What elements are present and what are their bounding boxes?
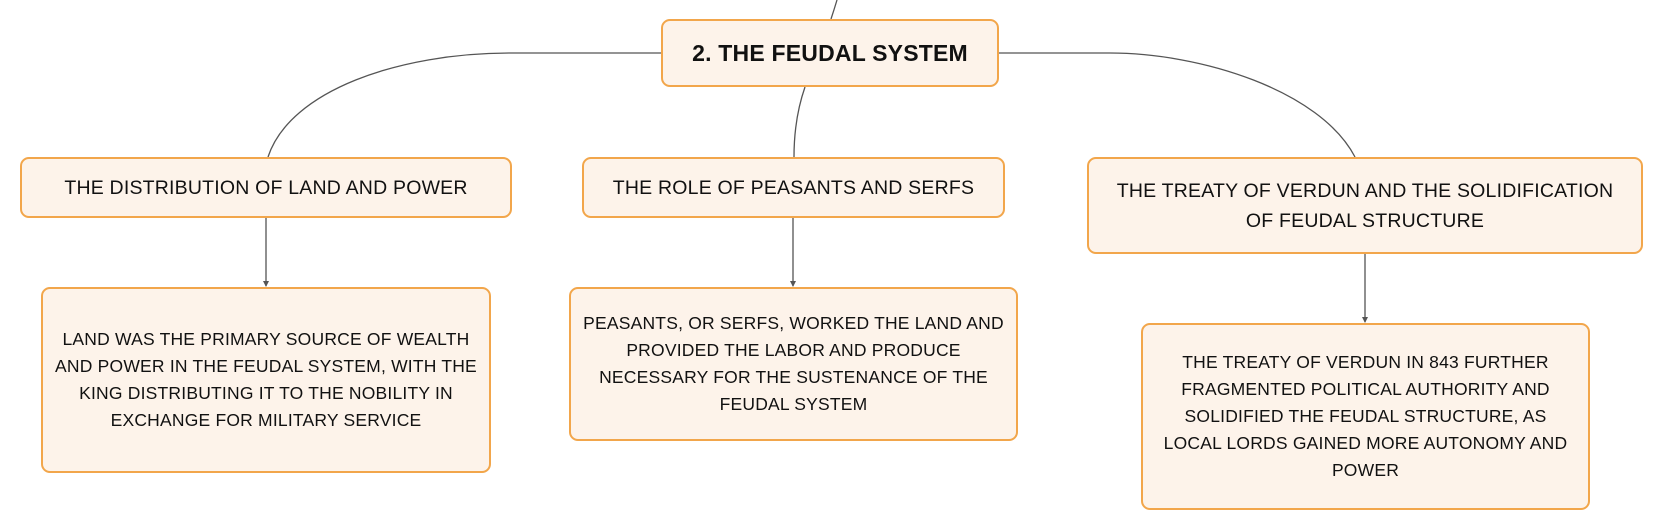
root-node[interactable]: 2. THE FEUDAL SYSTEM xyxy=(661,19,999,87)
detail-node-text: PEASANTS, OR SERFS, WORKED THE LAND AND … xyxy=(583,313,1004,414)
connector-parent-to-root xyxy=(830,0,838,20)
branch-node-label: THE DISTRIBUTION OF LAND AND POWER xyxy=(64,176,468,199)
detail-node-text: THE TREATY OF VERDUN IN 843 FURTHER FRAG… xyxy=(1163,352,1568,480)
branch-node-treaty-of-verdun[interactable]: THE TREATY OF VERDUN AND THE SOLIDIFICAT… xyxy=(1087,157,1643,254)
connector-root-to-branch-2 xyxy=(793,86,806,158)
detail-node-land-and-power[interactable]: LAND WAS THE PRIMARY SOURCE OF WEALTH AN… xyxy=(41,287,491,473)
branch-node-label: THE TREATY OF VERDUN AND THE SOLIDIFICAT… xyxy=(1116,179,1614,232)
branch-node-land-and-power[interactable]: THE DISTRIBUTION OF LAND AND POWER xyxy=(20,157,512,218)
branch-node-label: THE ROLE OF PEASANTS AND SERFS xyxy=(612,176,975,199)
detail-node-treaty-of-verdun[interactable]: THE TREATY OF VERDUN IN 843 FURTHER FRAG… xyxy=(1141,323,1590,510)
connector-root-to-branch-3 xyxy=(999,52,1356,158)
connector-root-to-branch-1 xyxy=(267,52,661,158)
root-node-label: 2. THE FEUDAL SYSTEM xyxy=(692,39,968,66)
detail-node-text: LAND WAS THE PRIMARY SOURCE OF WEALTH AN… xyxy=(55,329,477,430)
branch-node-peasants-and-serfs[interactable]: THE ROLE OF PEASANTS AND SERFS xyxy=(582,157,1005,218)
detail-node-peasants-and-serfs[interactable]: PEASANTS, OR SERFS, WORKED THE LAND AND … xyxy=(569,287,1018,441)
